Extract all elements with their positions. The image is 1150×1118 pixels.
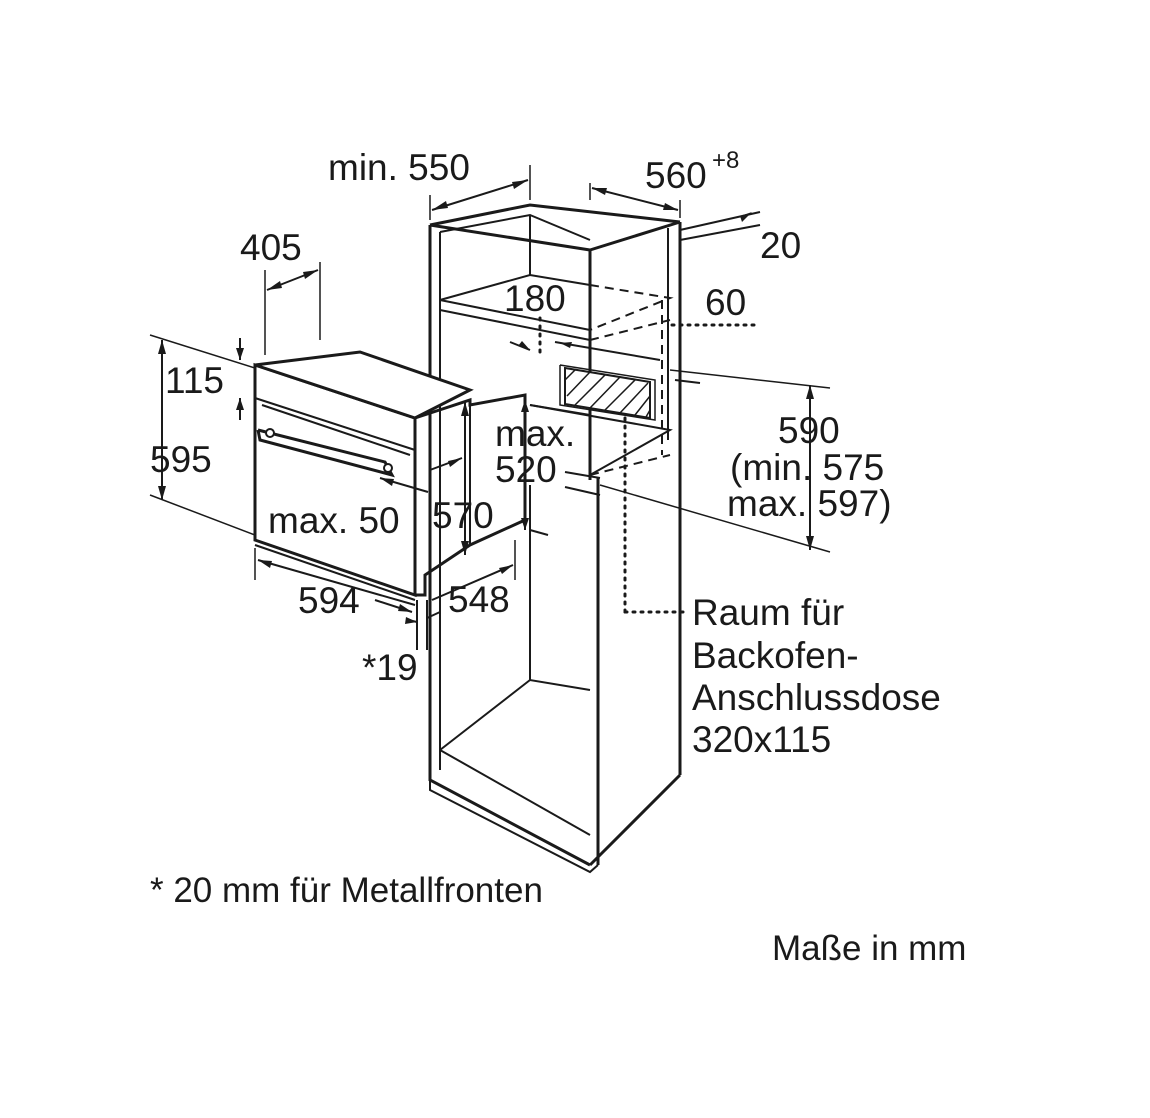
label-19: *19 (362, 647, 418, 688)
cabinet-drawing (428, 203, 682, 874)
label-594: 594 (298, 580, 360, 621)
label-min-550: min. 550 (328, 147, 470, 188)
label-115: 115 (165, 360, 224, 401)
label-590-min: (min. 575 (730, 447, 884, 488)
socket-note-line4: 320x115 (692, 719, 831, 760)
label-max: max. (495, 413, 575, 454)
label-60: 60 (705, 282, 746, 323)
socket-note-line1: Raum für (692, 592, 844, 633)
dimension-lines (149, 165, 831, 650)
footnote-metal-fronts: * 20 mm für Metallfronten (150, 871, 543, 910)
label-548: 548 (448, 579, 510, 620)
label-405: 405 (240, 227, 302, 268)
label-560-tolerance: +8 (712, 147, 739, 174)
socket-note-line2: Backofen- (692, 635, 859, 676)
label-570: 570 (432, 495, 494, 536)
units-note: Maße in mm (772, 929, 966, 968)
label-20: 20 (760, 225, 801, 266)
label-560: 560 (645, 155, 707, 196)
label-595: 595 (150, 439, 212, 480)
label-max-50: max. 50 (268, 500, 400, 541)
label-590-max: max. 597) (727, 483, 892, 524)
label-590: 590 (778, 410, 840, 451)
socket-hatch (564, 366, 651, 420)
label-520: 520 (495, 449, 557, 490)
label-180: 180 (504, 278, 566, 319)
oven-drawing (253, 350, 527, 601)
socket-note-line3: Anschlussdose (692, 677, 941, 718)
